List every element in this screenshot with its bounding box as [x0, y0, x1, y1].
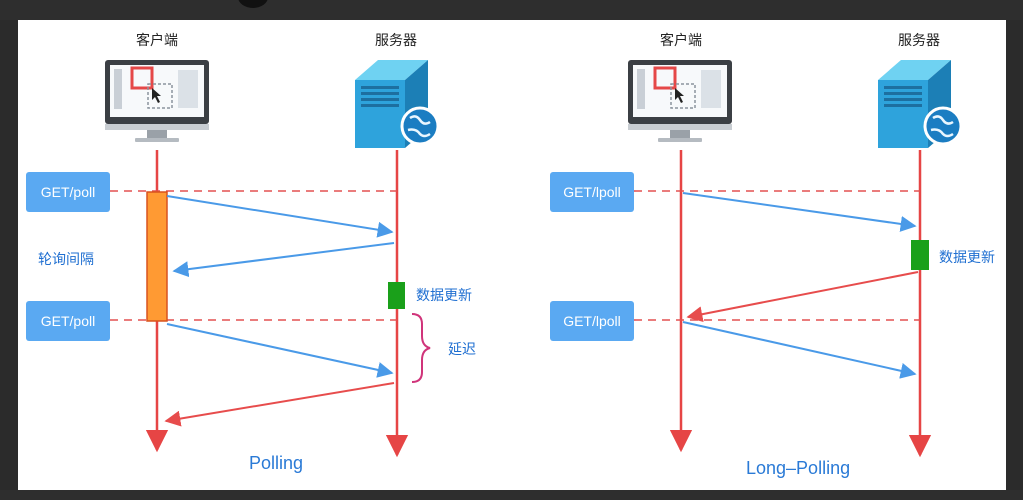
- update-label: 数据更新: [939, 250, 995, 266]
- request-arrow: [166, 195, 394, 238]
- request-arrow: [166, 323, 394, 378]
- bottom-strip: [0, 490, 1023, 500]
- client-computer-icon: [628, 60, 732, 142]
- update-block: [911, 240, 929, 270]
- delay-brace: [411, 313, 431, 383]
- response-arrow: [172, 242, 395, 278]
- request-arrow: [682, 192, 917, 232]
- server-label: 服务器: [375, 33, 417, 49]
- client-label: 客户端: [136, 33, 178, 49]
- interval-bar: [146, 191, 168, 322]
- avatar: [238, 0, 268, 8]
- client-label: 客户端: [660, 33, 702, 49]
- long-polling-title: Long–Polling: [746, 458, 851, 478]
- server-icon: [878, 60, 963, 148]
- get-poll-button: GET/poll: [26, 301, 110, 341]
- interval-label: 轮询间隔: [38, 252, 94, 268]
- top-strip: [0, 0, 1023, 20]
- get-lpoll-button: GET/lpoll: [550, 301, 634, 341]
- delay-label: 延迟: [448, 342, 476, 358]
- get-lpoll-button: GET/lpoll: [550, 172, 634, 212]
- update-label: 数据更新: [416, 288, 472, 304]
- get-poll-button: GET/poll: [26, 172, 110, 212]
- server-icon: [355, 60, 440, 148]
- client-computer-icon: [105, 60, 209, 142]
- server-label: 服务器: [898, 33, 940, 49]
- data-response-arrow: [164, 382, 395, 427]
- update-block: [388, 282, 405, 309]
- polling-title: Polling: [249, 453, 304, 473]
- data-response-arrow: [686, 271, 919, 323]
- request-arrow: [682, 321, 917, 379]
